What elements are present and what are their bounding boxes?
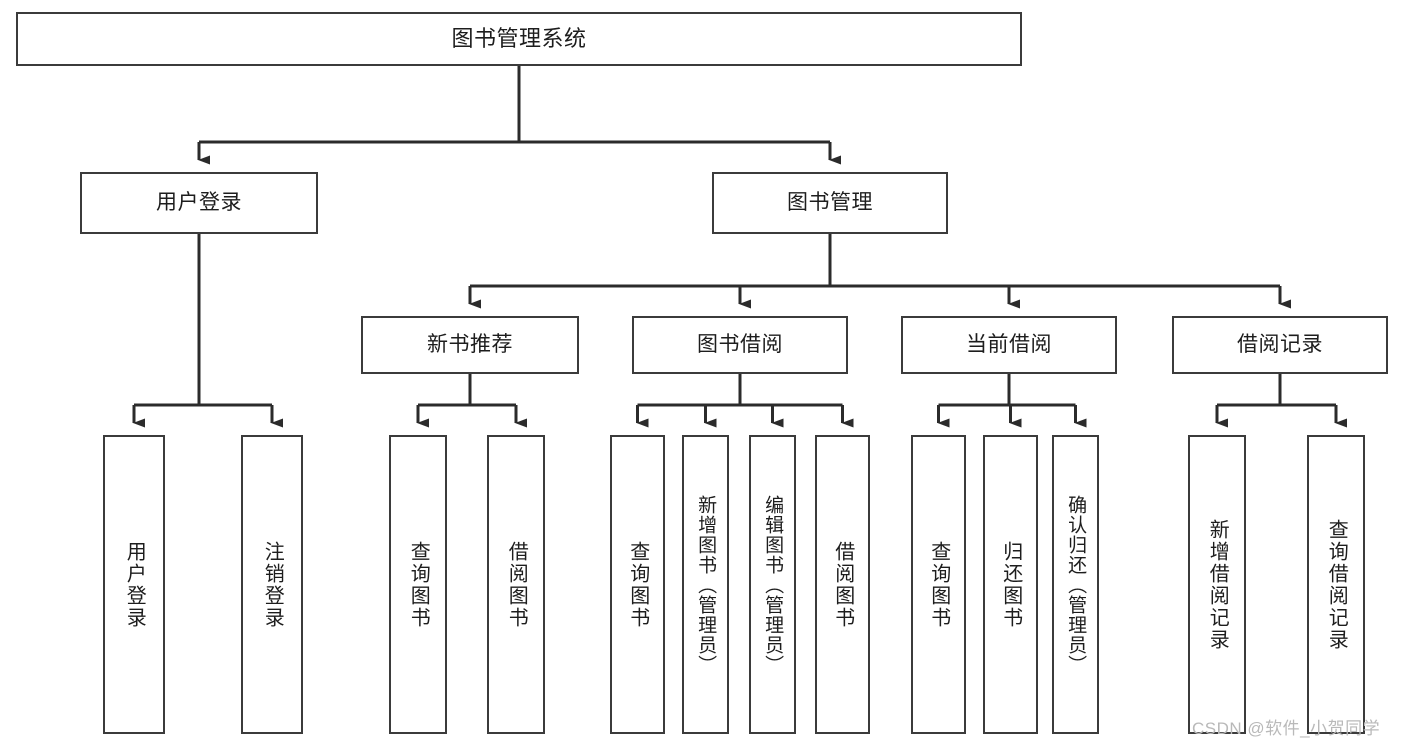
leaf-current-confirm-return-label: 确认归还（管理员） bbox=[1065, 494, 1087, 675]
leaf-record-query[interactable]: 查询借阅记录 bbox=[1307, 435, 1365, 734]
leaf-user-login[interactable]: 用户登录 bbox=[103, 435, 165, 734]
node-new-book-recommend-label: 新书推荐 bbox=[427, 332, 513, 356]
node-root-label: 图书管理系统 bbox=[451, 26, 587, 52]
node-book-manage-label: 图书管理 bbox=[787, 190, 873, 214]
node-user-login[interactable]: 用户登录 bbox=[80, 172, 318, 234]
node-book-borrow[interactable]: 图书借阅 bbox=[632, 316, 848, 374]
node-borrow-record[interactable]: 借阅记录 bbox=[1172, 316, 1388, 374]
node-borrow-record-label: 借阅记录 bbox=[1237, 332, 1323, 356]
node-user-login-label: 用户登录 bbox=[156, 190, 242, 214]
node-new-book-recommend[interactable]: 新书推荐 bbox=[361, 316, 579, 374]
node-current-borrow-label: 当前借阅 bbox=[966, 332, 1052, 356]
leaf-current-return-book[interactable]: 归还图书 bbox=[983, 435, 1038, 734]
node-book-manage[interactable]: 图书管理 bbox=[712, 172, 948, 234]
leaf-borrow-borrow-book-label: 借阅图书 bbox=[831, 540, 854, 629]
leaf-user-logout[interactable]: 注销登录 bbox=[241, 435, 303, 734]
leaf-record-add[interactable]: 新增借阅记录 bbox=[1188, 435, 1246, 734]
leaf-borrow-query-book[interactable]: 查询图书 bbox=[610, 435, 665, 734]
leaf-borrow-edit-book[interactable]: 编辑图书（管理员） bbox=[749, 435, 796, 734]
leaf-borrow-query-book-label: 查询图书 bbox=[626, 540, 649, 629]
leaf-current-confirm-return[interactable]: 确认归还（管理员） bbox=[1052, 435, 1099, 734]
leaf-user-logout-label: 注销登录 bbox=[261, 540, 284, 629]
leaf-current-query-book[interactable]: 查询图书 bbox=[911, 435, 966, 734]
leaf-user-login-label: 用户登录 bbox=[123, 540, 146, 629]
leaf-current-return-book-label: 归还图书 bbox=[999, 540, 1022, 629]
leaf-borrow-add-book-label: 新增图书（管理员） bbox=[695, 494, 717, 675]
leaf-recommend-borrow-book[interactable]: 借阅图书 bbox=[487, 435, 545, 734]
leaf-record-query-label: 查询借阅记录 bbox=[1325, 518, 1348, 651]
leaf-record-add-label: 新增借阅记录 bbox=[1206, 518, 1229, 651]
leaf-borrow-borrow-book[interactable]: 借阅图书 bbox=[815, 435, 870, 734]
leaf-current-query-book-label: 查询图书 bbox=[927, 540, 950, 629]
node-current-borrow[interactable]: 当前借阅 bbox=[901, 316, 1117, 374]
leaf-borrow-edit-book-label: 编辑图书（管理员） bbox=[762, 494, 784, 675]
node-book-borrow-label: 图书借阅 bbox=[697, 332, 783, 356]
leaf-recommend-borrow-book-label: 借阅图书 bbox=[505, 540, 528, 629]
watermark: CSDN @软件_小贺同学 bbox=[1192, 719, 1381, 738]
leaf-recommend-query-book-label: 查询图书 bbox=[407, 540, 430, 629]
node-root[interactable]: 图书管理系统 bbox=[16, 12, 1022, 66]
leaf-recommend-query-book[interactable]: 查询图书 bbox=[389, 435, 447, 734]
leaf-borrow-add-book[interactable]: 新增图书（管理员） bbox=[682, 435, 729, 734]
